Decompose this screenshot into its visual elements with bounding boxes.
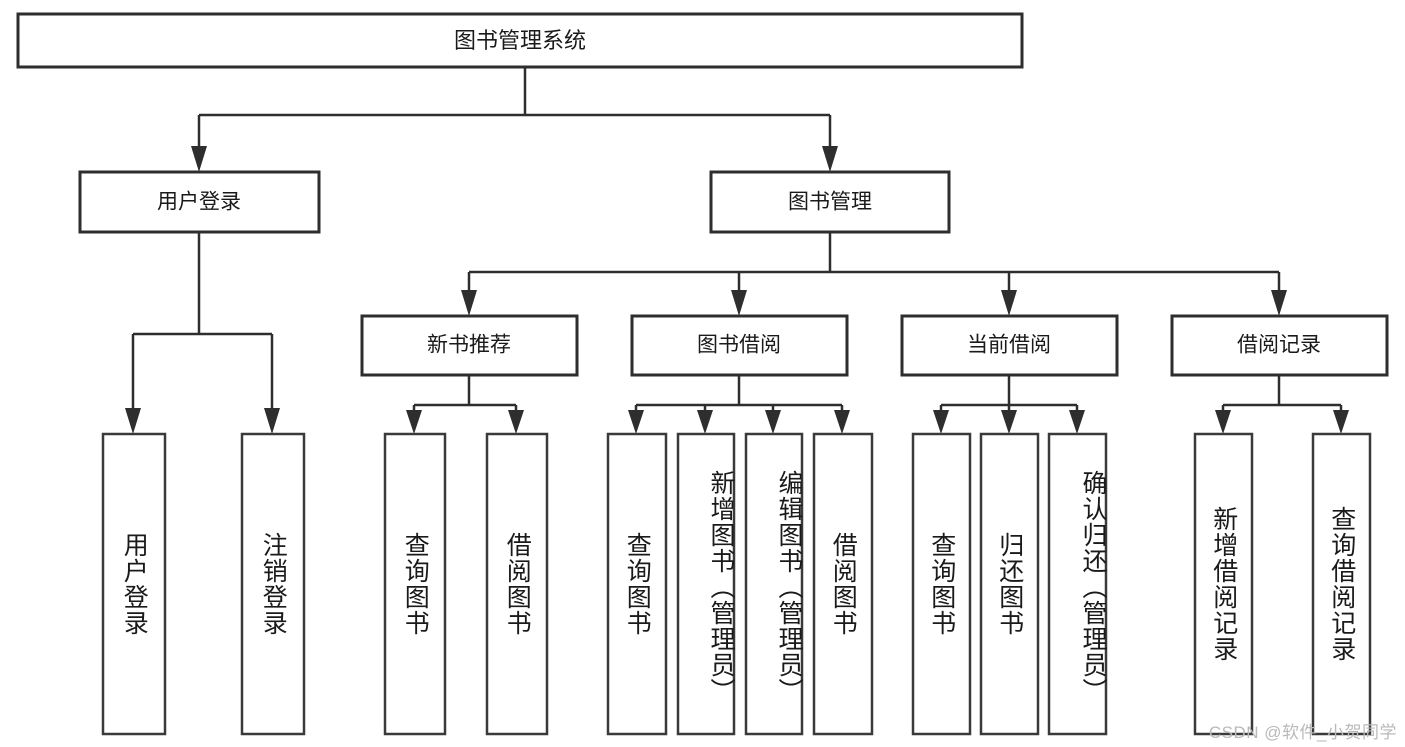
arrow-to-leaf-edit-book <box>765 410 781 434</box>
arrow-to-leaf-add-book <box>697 410 713 434</box>
node-root[interactable]: 图书管理系统 <box>16 12 1024 69</box>
node-user-login[interactable]: 用户登录 <box>78 170 321 234</box>
node-new-book[interactable]: 新书推荐 <box>360 314 579 377</box>
node-current-borrow[interactable]: 当前借阅 <box>900 314 1119 377</box>
book-manage-label: 图书管理 <box>788 191 872 214</box>
root-label: 图书管理系统 <box>454 28 586 53</box>
arrow-to-leaf-return-book <box>1001 410 1017 434</box>
user-login-box[interactable] <box>78 170 321 234</box>
arrow-to-leaf-query-book-1 <box>406 410 422 434</box>
book-borrow-label: 图书借阅 <box>697 334 781 357</box>
current-borrow-label: 当前借阅 <box>967 334 1051 357</box>
arrow-to-leaf-query-book-2 <box>628 410 644 434</box>
leaf-box-logout[interactable] <box>240 432 306 736</box>
arrow-to-current-borrow <box>1001 290 1017 316</box>
leaf-box-confirm-return[interactable] <box>1047 432 1108 736</box>
leaf-box-query-book-3[interactable] <box>911 432 972 736</box>
arrow-to-leaf-borrow-book-1 <box>508 410 524 434</box>
leaf-box-return-book[interactable] <box>979 432 1040 736</box>
root-box[interactable] <box>16 12 1024 69</box>
connector-root-to-level1 <box>191 67 838 172</box>
leaf-box-borrow-book-2[interactable] <box>812 432 874 736</box>
leaf-box-add-book[interactable] <box>676 432 736 736</box>
arrow-to-book-borrow <box>731 290 747 316</box>
arrow-to-user-login <box>191 146 207 172</box>
node-book-manage[interactable]: 图书管理 <box>709 170 951 234</box>
connector-new-book-to-leaves <box>406 375 524 434</box>
new-book-label: 新书推荐 <box>427 334 511 357</box>
connector-borrow-record-to-leaves <box>1215 375 1349 434</box>
new-book-box[interactable] <box>360 314 579 377</box>
arrow-to-leaf-confirm-return <box>1069 410 1085 434</box>
arrow-to-leaf-logout <box>264 408 280 434</box>
leaf-box-borrow-book-1[interactable] <box>485 432 549 736</box>
arrow-to-book-manage <box>822 146 838 172</box>
leaf-box-edit-book[interactable] <box>744 432 804 736</box>
current-borrow-box[interactable] <box>900 314 1119 377</box>
connector-user-login-to-leaves <box>125 232 280 434</box>
connector-book-manage-to-level2 <box>461 232 1287 316</box>
arrow-to-leaf-query-book-3 <box>933 410 949 434</box>
leaf-box-query-record[interactable] <box>1311 432 1372 736</box>
user-login-label: 用户登录 <box>157 191 241 214</box>
arrow-to-leaf-user-login <box>125 408 141 434</box>
borrow-record-label: 借阅记录 <box>1237 334 1321 357</box>
arrow-to-leaf-add-record <box>1215 410 1231 434</box>
arrow-to-leaf-query-record <box>1333 410 1349 434</box>
connector-current-borrow-to-leaves <box>933 375 1085 434</box>
connector-book-borrow-to-leaves <box>628 375 850 434</box>
arrow-to-borrow-record <box>1271 290 1287 316</box>
leaf-box-query-book-1[interactable] <box>383 432 447 736</box>
node-borrow-record[interactable]: 借阅记录 <box>1170 314 1389 377</box>
leaf-box-user-login[interactable] <box>101 432 167 736</box>
arrow-to-new-book <box>461 290 477 316</box>
arrow-to-leaf-borrow-book-2 <box>834 410 850 434</box>
watermark-text: CSDN @软件_小贺同学 <box>1208 723 1397 742</box>
node-book-borrow[interactable]: 图书借阅 <box>630 314 849 377</box>
leaf-box-add-record[interactable] <box>1193 432 1254 736</box>
leaf-box-query-book-2[interactable] <box>606 432 668 736</box>
